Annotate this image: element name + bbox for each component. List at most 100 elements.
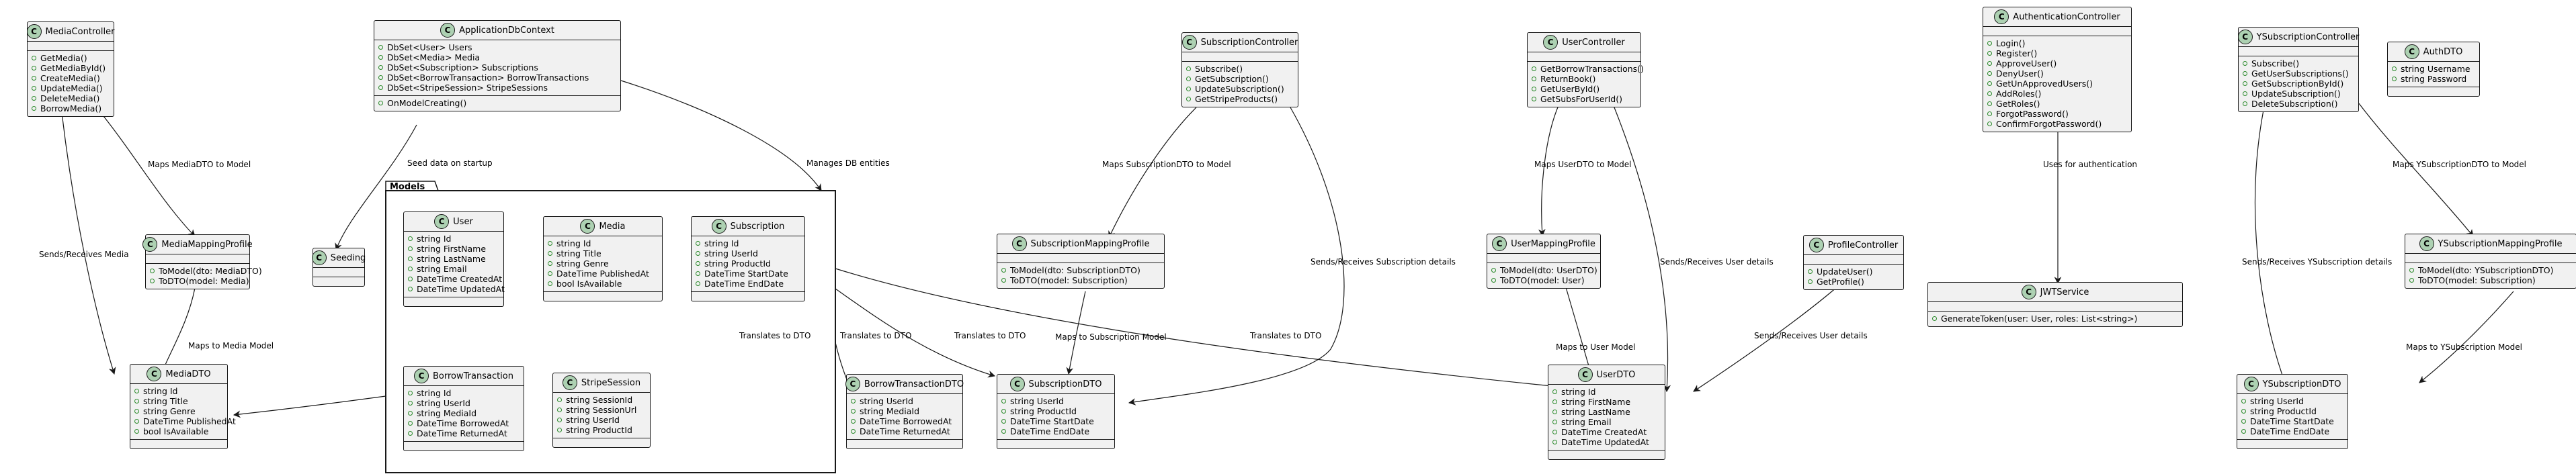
method-text: ReturnBook(): [1540, 74, 1596, 84]
class-field: string Title: [134, 396, 223, 406]
public-visibility-icon: [408, 256, 413, 261]
public-visibility-icon: [378, 65, 383, 70]
class-icon: C: [580, 219, 595, 234]
class-methods: OnModelCreating(): [374, 95, 620, 111]
class-icon: C: [1009, 377, 1025, 391]
field-text: DateTime CreatedAt: [1561, 427, 1647, 437]
field-text: string UserId: [1010, 396, 1064, 406]
class-name: MediaController: [45, 26, 115, 37]
public-visibility-icon: [2243, 61, 2247, 66]
class-field: string MediaId: [408, 408, 520, 418]
method-text: ToDTO(model: Subscription): [1010, 275, 1128, 285]
edge-label-mediacontroller-mediadto: Sends/Receives Media: [39, 250, 129, 259]
class-method: GetProfile(): [1808, 277, 1899, 287]
class-methods: [130, 439, 227, 448]
class-method: ConfirmForgotPassword(): [1987, 119, 2127, 129]
field-text: DateTime StartDate: [1010, 416, 1094, 426]
public-visibility-icon: [1001, 409, 1006, 414]
public-visibility-icon: [1552, 389, 1557, 394]
class-field: string Email: [408, 264, 499, 274]
class-field: string FirstName: [408, 244, 499, 254]
public-visibility-icon: [548, 241, 552, 246]
class-name: YSubscriptionController: [2256, 32, 2360, 42]
public-visibility-icon: [408, 287, 413, 291]
class-name: AuthenticationController: [2013, 11, 2120, 22]
edge-label-dbcontext-seeding: Seed data on startup: [407, 158, 493, 168]
class-field: string FirstName: [1552, 397, 1661, 407]
public-visibility-icon: [1932, 316, 1937, 321]
field-text: string SessionId: [566, 395, 633, 405]
edge-label-usermap-userdto: Maps to User Model: [1556, 342, 1636, 352]
class-method: GetSubscriptionById(): [2243, 79, 2354, 89]
method-text: DeleteSubscription(): [2251, 99, 2338, 109]
class-name: User: [453, 216, 473, 227]
class-field: string UserId: [408, 398, 520, 408]
method-text: DenyUser(): [1996, 68, 2044, 79]
class-field: string Id: [696, 238, 800, 248]
class-method: GetBorrowTransactions(): [1532, 64, 1644, 74]
class-method: UpdateMedia(): [32, 83, 110, 93]
class-method: ReturnBook(): [1532, 74, 1636, 84]
edge-label-models-userdto: Translates to DTO: [1250, 331, 1322, 340]
class-icon: C: [2237, 30, 2253, 44]
public-visibility-icon: [408, 246, 413, 251]
class-icon: C: [1492, 236, 1507, 251]
public-visibility-icon: [32, 66, 36, 70]
class-methods: Subscribe()GetUserSubscriptions()GetSubs…: [2239, 56, 2358, 111]
class-method: GetSubscription(): [1186, 74, 1294, 84]
class-method: DenyUser(): [1987, 68, 2127, 79]
method-text: GetBorrowTransactions(): [1540, 64, 1644, 74]
class-method: ForgotPassword(): [1987, 109, 2127, 119]
class-field: DateTime StartDate: [696, 269, 800, 279]
class-icon: C: [711, 219, 726, 234]
public-visibility-icon: [408, 401, 413, 406]
class-icon: C: [1543, 35, 1559, 50]
public-visibility-icon: [134, 409, 139, 414]
public-visibility-icon: [378, 75, 383, 80]
class-method: OnModelCreating(): [378, 98, 616, 108]
class-name: JWTService: [2040, 287, 2089, 297]
class-method: Login(): [1987, 38, 2127, 48]
field-text: DateTime CreatedAt: [417, 274, 503, 284]
class-methods: ToModel(dto: UserDTO)ToDTO(model: User): [1487, 263, 1600, 288]
class-fields: [1804, 254, 1903, 264]
field-text: string Id: [417, 388, 452, 398]
field-text: string Email: [1561, 417, 1612, 427]
class-methods: [313, 277, 364, 286]
public-visibility-icon: [150, 279, 155, 283]
class-field: string ProductId: [1001, 406, 1110, 416]
field-text: bool IsAvailable: [143, 426, 209, 436]
method-text: ForgotPassword(): [1996, 109, 2069, 119]
method-text: Login(): [1996, 38, 2026, 48]
models-package-label: Models: [390, 182, 425, 192]
class-icon: C: [1994, 9, 2009, 24]
class-fields: [313, 267, 364, 277]
public-visibility-icon: [696, 251, 700, 256]
class-field: DateTime EndDate: [1001, 426, 1110, 436]
class-method: Subscribe(): [2243, 58, 2354, 68]
public-visibility-icon: [1186, 77, 1191, 81]
field-text: string Title: [143, 396, 188, 406]
class-icon: C: [1577, 367, 1593, 382]
class-field: string Id: [1552, 387, 1661, 397]
field-text: string FirstName: [417, 244, 487, 254]
edge-label-models-borrowdto-a: Translates to DTO: [739, 331, 811, 340]
class-field: DbSet<Media> Media: [378, 52, 616, 62]
public-visibility-icon: [1532, 97, 1536, 101]
class-name: StripeSession: [581, 377, 641, 388]
field-text: string FirstName: [1561, 397, 1631, 407]
class-field: DateTime BorrowedAt: [851, 416, 958, 426]
class-field: DateTime StartDate: [1001, 416, 1110, 426]
method-text: GetUnApprovedUsers(): [1996, 79, 2093, 89]
